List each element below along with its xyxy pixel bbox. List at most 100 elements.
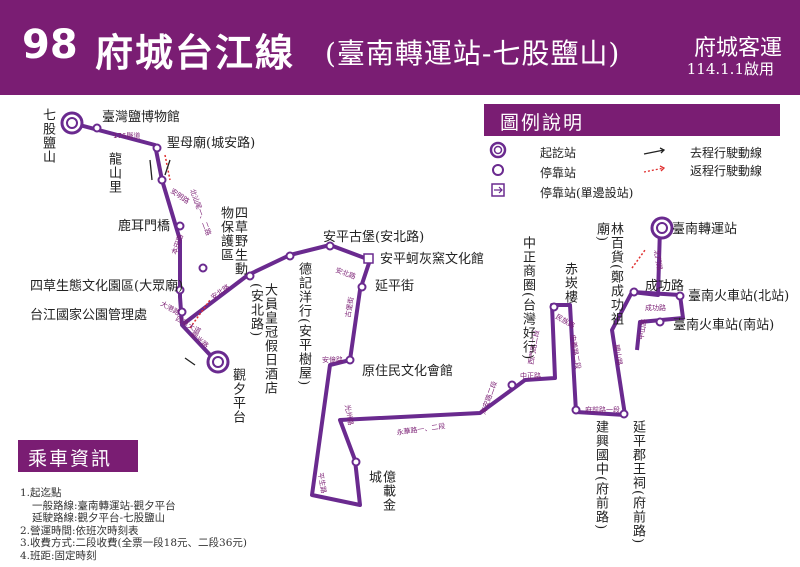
stop-marker-zhongzheng [507,380,517,390]
legend-stop-label: 停靠站 [540,166,577,180]
one-side-stop-symbol-icon [491,183,505,197]
stop-label-shengmu: 聖母廟(城安路) [167,135,255,151]
stop-label-jianxing: 建興國中(府前路) [593,420,608,531]
stop-label-qigu: 七股鹽山 [40,108,55,164]
stop-marker-chenggong [629,287,639,297]
terminal-symbol-icon [489,141,507,159]
legend-symbols [489,141,666,197]
stop-label-yanping-shrine: 延平郡王祠(府前路) [630,420,645,545]
outbound-arrow-icon [643,147,666,155]
road-label-anyi: 安億路 [322,355,343,364]
road-label-anming: 安明路 [169,186,191,205]
road-label-zhongshan: 中山路 [636,318,649,340]
road-label-zhongzheng: 中正路 [520,371,541,380]
stop-marker-chikan [549,302,559,312]
road-label-fuqian: 府前路一段 [585,405,620,414]
header-banner: 98 府城台江線 (臺南轉運站-七股鹽山) 府城客運 114.1.1啟用 [0,0,800,95]
legend-return-label: 返程行駛動線 [690,164,763,178]
legend-terminal-label: 起訖站 [540,146,577,160]
stop-marker-anping-fort [325,241,335,251]
info-header: 乘車資訊 [18,440,138,472]
stop-label-transit-center: 臺南轉運站 [672,221,737,237]
road-label-benbei: 本田路 [169,233,185,256]
stop-marker-taijiang-office [177,307,187,317]
road-label-minzu: 民族路 [554,312,577,330]
road-label-beimen: 北門路 [652,249,665,271]
stop-symbol-icon [492,164,504,176]
info-title: 乘車資訊 [28,448,113,470]
stop-label-sicao-wetland: 四草野生動物保護區 [218,206,247,276]
road-label-anbei2: 安北路 [334,265,357,281]
stop-marker-aboriginal [345,355,355,365]
stop-marker-deji [351,457,361,467]
route-name: 府城台江線 [95,30,296,75]
terminal-qigu-icon [60,111,84,135]
road-label-anbei: 安北路 [209,282,231,301]
stop-marker-grand-hotel [245,271,255,281]
road-label-yongping: 平生路 [316,472,329,494]
info-line: 3.收費方式:二段收費(全票一段18元、二段36元) [20,537,247,550]
stop-label-sicao-culture: 四草生態文化園區(大眾廟) [30,278,183,294]
route-endpoints: (臺南轉運站-七股鹽山) [325,37,621,70]
legend-header: 圖例說明 [484,104,780,136]
terminal-transit-icon [650,216,674,240]
route-line-branch [180,227,662,507]
stop-label-hayashi: 林百貨(鄭成功祖廟) [594,222,623,327]
stop-marker-shengmu [152,143,162,153]
stop-label-guanxi: 觀夕平台 [230,368,245,424]
stop-marker-jianxing [571,405,581,415]
stop-marker-luermen [175,221,185,231]
terminal-guanxi-icon [206,350,230,374]
info-line: 一般路線:臺南轉運站-觀夕平台 [32,499,176,512]
stop-marker-sicao-culture [175,285,185,295]
stop-marker-station-north [675,291,685,301]
stop-marker-tecund [285,251,295,261]
road-label-beishan: 北汕尾一、二路 [188,188,213,237]
route-number: 98 [22,22,78,68]
road-label-guangzhou: 光州路 [343,404,356,426]
road-label-yonghua: 永華路一、二段 [396,421,446,437]
stop-label-zhongzheng: 中正商圈(台灣好行) [520,236,535,361]
stop-label-chenggong: 成功路 [645,278,684,294]
stop-marker-longshan [157,175,167,185]
stop-marker-yanping-st [357,282,367,292]
stop-marker-yanping-shrine [619,409,629,419]
stop-marker-salt-museum [92,123,102,133]
legend-outbound-label: 去程行駛動線 [690,146,763,160]
stop-label-station-south: 臺南火車站(南站) [673,317,774,333]
stop-label-anping-fort: 安平古堡(安北路) [323,229,424,245]
stop-label-deji: 億載金城 [366,470,395,512]
stop-label-station-north: 臺南火車站(北站) [688,288,789,304]
info-line: 延駛路線:觀夕平台-七股鹽山 [32,512,166,525]
stop-label-aboriginal: 原住民文化會館 [362,364,453,379]
bus-company: 府城客運 [693,36,782,61]
road-label-guping: 古堡街 [343,296,356,318]
road-label-kaishan: 開山路 [612,344,625,366]
start-date: 114.1.1啟用 [686,60,774,78]
stop-label-taijiang-office: 台江國家公園管理處 [30,307,147,323]
legend-one-side-label: 停靠站(單邊設站) [540,186,634,200]
road-label-176: 176縣道 [113,131,140,140]
info-line: 4.班距:固定時刻 [20,549,97,562]
road-label-haian: 海安路二段 [478,380,498,416]
stop-marker-sicao-wetland [198,263,208,273]
route-line-return [631,290,685,351]
stop-label-anping-lime: 安平蚵灰窯文化館 [380,252,484,267]
legend-title: 圖例說明 [500,112,585,134]
stop-label-luermen: 鹿耳門橋 [118,218,170,234]
stop-label-tecund: 德記洋行(安平樹屋) [296,262,311,387]
stop-marker-one-side-anping-lime [363,253,374,264]
stop-marker-station-south [655,317,665,327]
road-label-zhongyi: 忠義路二段 [568,334,583,370]
stop-label-yanping-st: 延平街 [375,279,414,294]
stop-label-salt-museum: 臺灣鹽博物館 [102,110,180,125]
info-line: 2.營運時間:依班次時刻表 [20,524,139,537]
info-line: 1.起迄點 [20,487,62,499]
road-label-chenggong: 成功路 [645,303,666,312]
stop-label-longshan: 龍山里 [106,152,121,194]
return-arrow-icon [643,165,666,173]
info-list: 1.起迄點 一般路線:臺南轉運站-觀夕平台 延駛路線:觀夕平台-七股鹽山 2.營… [20,487,247,563]
stop-label-grand-hotel: 大員皇冠假日酒店(安北路) [248,283,277,395]
outbound-arrows [149,159,196,366]
